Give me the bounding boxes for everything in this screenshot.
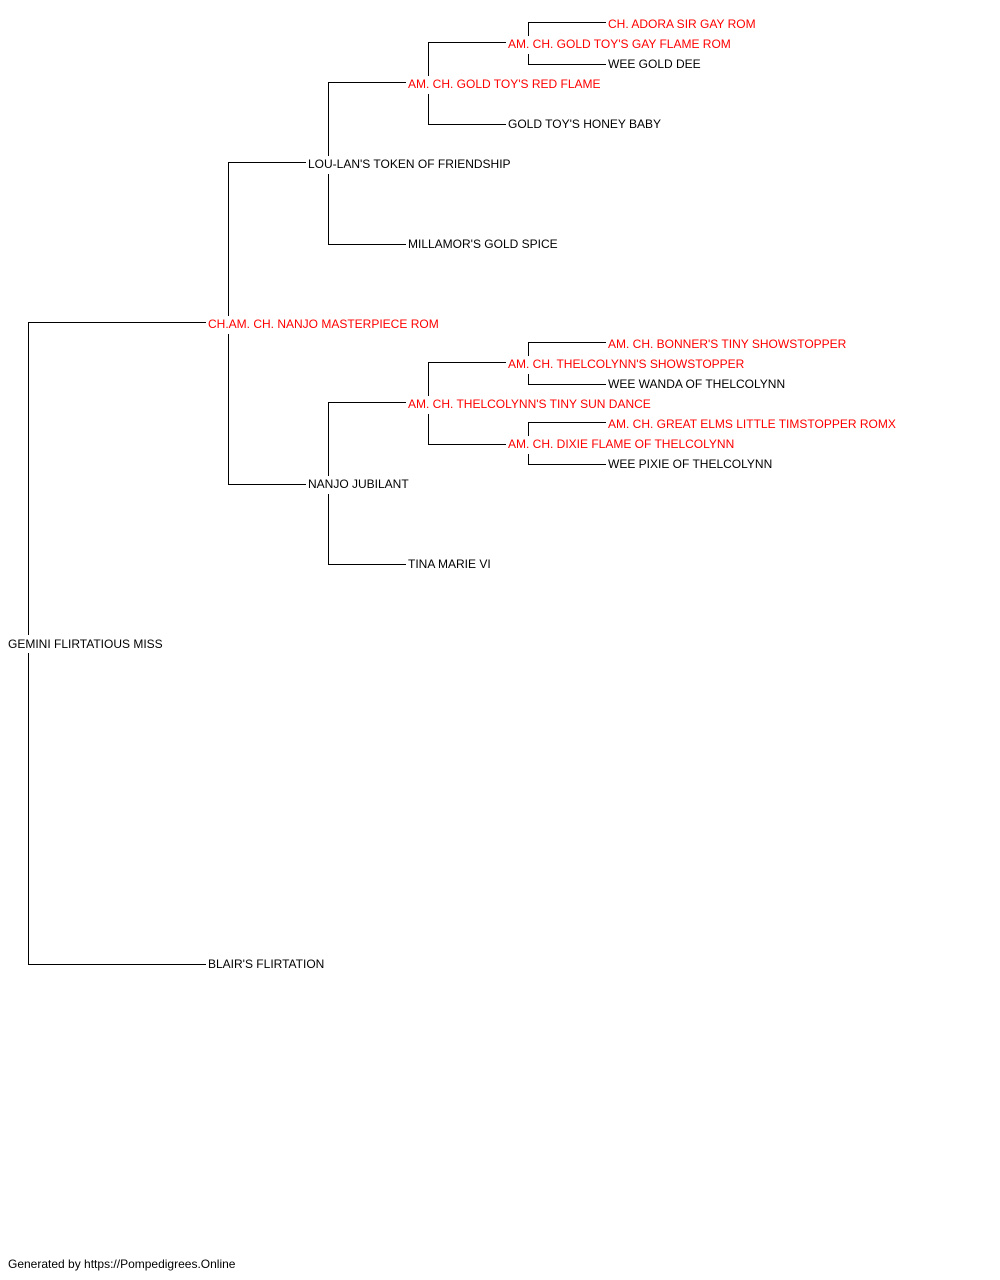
ssss-ssssd-connector (528, 54, 606, 65)
pedigree-node-sdd: TINA MARIE VI (406, 557, 493, 571)
ssss-sssss-connector (528, 22, 606, 36)
pedigree-node-sssss: CH. ADORA SIR GAY ROM (606, 17, 758, 31)
sss-ssss-connector (428, 42, 506, 76)
pedigree-node-dam: BLAIR'S FLIRTATION (206, 957, 327, 971)
sd-sdd-connector (328, 494, 406, 565)
pedigree-node-sire: CH.AM. CH. NANJO MASTERPIECE ROM (206, 317, 441, 331)
pedigree-node-sdsd: AM. CH. DIXIE FLAME OF THELCOLYNN (506, 437, 737, 451)
sdsd-sdsdd-connector (528, 454, 606, 465)
pedigree-node-ssssd: WEE GOLD DEE (606, 57, 703, 71)
pedigree-node-sdsss: AM. CH. BONNER'S TINY SHOWSTOPPER (606, 337, 849, 351)
pedigree-node-sire-sire: LOU-LAN'S TOKEN OF FRIENDSHIP (306, 157, 513, 171)
sds-sdss-connector (428, 362, 506, 396)
sire-sd-connector (228, 334, 306, 485)
root-dam-connector (28, 653, 206, 965)
sdss-sdssd-connector (528, 374, 606, 385)
sds-sdsd-connector (428, 414, 506, 445)
pedigree-node-root: GEMINI FLIRTATIOUS MISS (6, 637, 165, 651)
pedigree-node-sssd: GOLD TOY'S HONEY BABY (506, 117, 664, 131)
pedigree-node-sss: AM. CH. GOLD TOY'S RED FLAME (406, 77, 603, 91)
ss-sss-connector (328, 82, 406, 156)
pedigree-node-ssss: AM. CH. GOLD TOY'S GAY FLAME ROM (506, 37, 733, 51)
pedigree-node-sdss: AM. CH. THELCOLYNN'S SHOWSTOPPER (506, 357, 747, 371)
pedigree-node-sdsdd: WEE PIXIE OF THELCOLYNN (606, 457, 775, 471)
pedigree-node-sire-dam: NANJO JUBILANT (306, 477, 411, 491)
sd-sds-connector (328, 402, 406, 476)
pedigree-node-sds: AM. CH. THELCOLYNN'S TINY SUN DANCE (406, 397, 653, 411)
pedigree-node-sdsds: AM. CH. GREAT ELMS LITTLE TIMSTOPPER ROM… (606, 417, 898, 431)
sdsd-sdsds-connector (528, 422, 606, 436)
sss-sssd-connector (428, 94, 506, 125)
pedigree-node-sdssd: WEE WANDA OF THELCOLYNN (606, 377, 788, 391)
ss-ssd-connector (328, 174, 406, 245)
root-sire-connector (28, 322, 206, 635)
generated-by-footer: Generated by https://Pompedigrees.Online (8, 1257, 236, 1271)
sire-ss-connector (228, 162, 306, 316)
sdss-sdsss-connector (528, 342, 606, 356)
pedigree-node-ssd: MILLAMOR'S GOLD SPICE (406, 237, 560, 251)
